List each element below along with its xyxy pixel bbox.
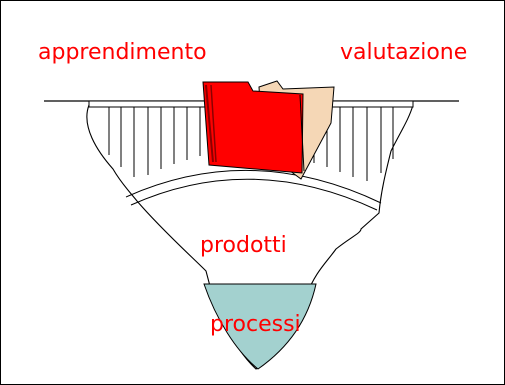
label-processi: processi: [210, 312, 301, 337]
label-valutazione: valutazione: [340, 40, 468, 65]
folder-icon: [202, 80, 335, 180]
label-prodotti: prodotti: [200, 233, 287, 258]
bridge-arch: [125, 169, 382, 204]
label-apprendimento: apprendimento: [38, 40, 207, 65]
bridge-arch-inner: [130, 178, 378, 211]
water-pool: [203, 283, 317, 370]
